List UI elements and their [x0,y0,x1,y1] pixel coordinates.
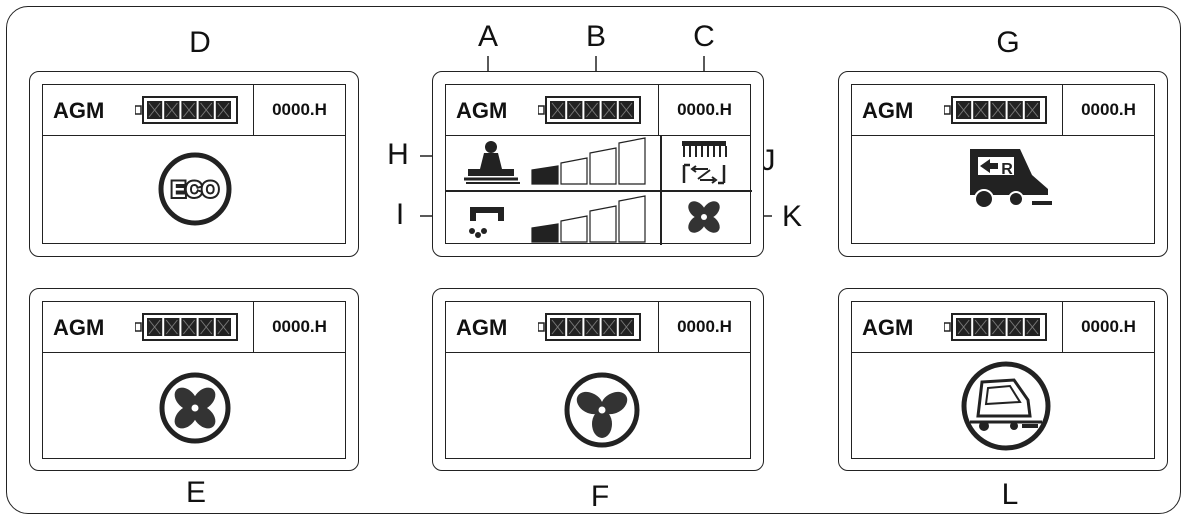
hour-meter: 0000.H [1062,85,1154,135]
level-segment [560,215,588,243]
lcd-screen: AGM 0000.H [42,301,346,459]
panel-d: AGM 0000.H ECO [29,71,359,257]
water-flow-level [531,195,646,243]
lcd-screen-center: AGM 0000.H [445,84,752,245]
reverse-label: R [1001,161,1013,178]
level-segment [618,137,646,185]
panel-g: AGM 0000.H R [838,71,1168,257]
panel-center: AGM 0000.H [432,71,764,257]
battery-gauge-icon [538,313,641,341]
callout-i: I [395,198,405,231]
hour-meter: 0000.H [1062,302,1154,352]
callout-b: B [585,20,606,53]
battery-gauge-icon [135,313,238,341]
eco-mode-icon: ECO [158,152,232,226]
eco-label: ECO [171,177,219,202]
screen-header: AGM 0000.H [446,85,750,136]
main-brush-icon [464,141,520,184]
level-segment [589,205,617,243]
battery-type-label: AGM [53,98,105,123]
battery-gauge-icon [944,96,1047,124]
hour-meter: 0000.H [658,302,750,352]
level-segment [560,157,588,185]
divider [446,190,752,192]
battery-type-label: AGM [456,315,508,340]
hour-meter: 0000.H [253,302,345,352]
lcd-screen: AGM 0000.H R [851,84,1155,244]
brush-pressure-level [531,137,646,185]
screen-header: AGM 0000.H [852,85,1154,136]
screen-header: AGM 0000.H [446,302,750,353]
lcd-screen: AGM 0000.H [445,301,751,459]
side-brush-icon [682,141,727,185]
callout-l: L [1001,478,1019,511]
battery-type-label: AGM [456,98,508,123]
screen-header: AGM 0000.H [852,302,1154,353]
hour-meter: 0000.H [658,85,750,135]
callout-d: D [189,26,211,59]
water-flow-icon [469,207,504,238]
panel-f: AGM 0000.H [432,288,764,471]
callout-e: E [185,476,206,509]
callout-f: F [590,480,610,513]
battery-type-label: AGM [862,98,914,123]
battery-gauge-icon [944,313,1047,341]
panel-l: AGM 0000.H [838,288,1168,471]
fan-high-icon [564,372,640,448]
battery-gauge-icon [538,96,641,124]
callout-h: H [387,138,409,171]
screen-header: AGM 0000.H [43,302,345,353]
hour-meter: 0000.H [253,85,345,135]
battery-type-label: AGM [862,315,914,340]
level-segment [618,195,646,243]
battery-gauge-icon [135,96,238,124]
lcd-screen: AGM 0000.H [851,301,1155,459]
level-segment [589,147,617,185]
reverse-icon: R [970,149,1052,209]
level-segment [531,165,559,185]
callout-g: G [996,26,1020,59]
battery-type-label: AGM [53,315,105,340]
callout-c: C [693,20,715,53]
callout-j: J [760,144,776,177]
fan-low-icon [159,372,231,444]
diagram-frame [6,6,1181,514]
level-segment [531,223,559,243]
callout-a: A [477,20,498,53]
screen-header: AGM 0000.H [43,85,345,136]
machine-transport-icon [961,361,1051,451]
vacuum-fan-icon [688,201,720,233]
callout-k: K [781,200,802,233]
lcd-screen: AGM 0000.H ECO [42,84,346,244]
panel-e: AGM 0000.H [29,288,359,471]
